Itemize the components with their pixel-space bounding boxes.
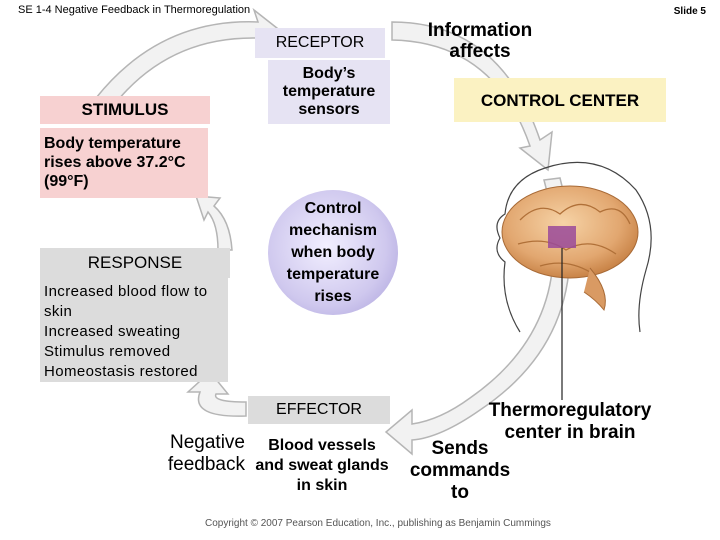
sends-commands-label: Sends commands to xyxy=(409,438,511,503)
receptor-description: Body’s temperature sensors xyxy=(268,60,390,124)
stimulus-label: STIMULUS xyxy=(40,96,210,124)
stimulus-description: Body temperature rises above 37.2°C (99°… xyxy=(40,128,208,198)
slide-number: Slide 5 xyxy=(673,6,706,17)
response-line: Homeostasis restored xyxy=(44,363,198,380)
information-affects-label: Information affects xyxy=(427,20,533,62)
receptor-label: RECEPTOR xyxy=(255,28,385,58)
effector-description: Blood vessels and sweat glands in skin xyxy=(255,437,389,494)
copyright-notice: Copyright © 2007 Pearson Education, Inc.… xyxy=(205,518,551,529)
effector-label: EFFECTOR xyxy=(248,396,390,424)
response-description: Increased blood flow to skin Increased s… xyxy=(40,278,228,382)
negative-feedback-label: Negative feedback xyxy=(167,432,245,475)
thermoregulatory-center-highlight xyxy=(548,226,576,248)
response-line: Increased blood flow to skin xyxy=(44,283,208,320)
response-line: Increased sweating xyxy=(44,323,181,340)
response-line: Stimulus removed xyxy=(44,343,171,360)
slide-title: SE 1-4 Negative Feedback in Thermoregula… xyxy=(18,4,251,16)
control-center-label: CONTROL CENTER xyxy=(454,78,666,122)
arrow-response-to-stimulus xyxy=(194,195,233,251)
head-brain-illustration xyxy=(496,161,652,400)
response-label: RESPONSE xyxy=(40,248,230,278)
control-mechanism-circle: Control mechanism when body temperature … xyxy=(268,190,398,315)
thermoregulatory-center-label: Thermoregulatory center in brain xyxy=(488,400,652,443)
